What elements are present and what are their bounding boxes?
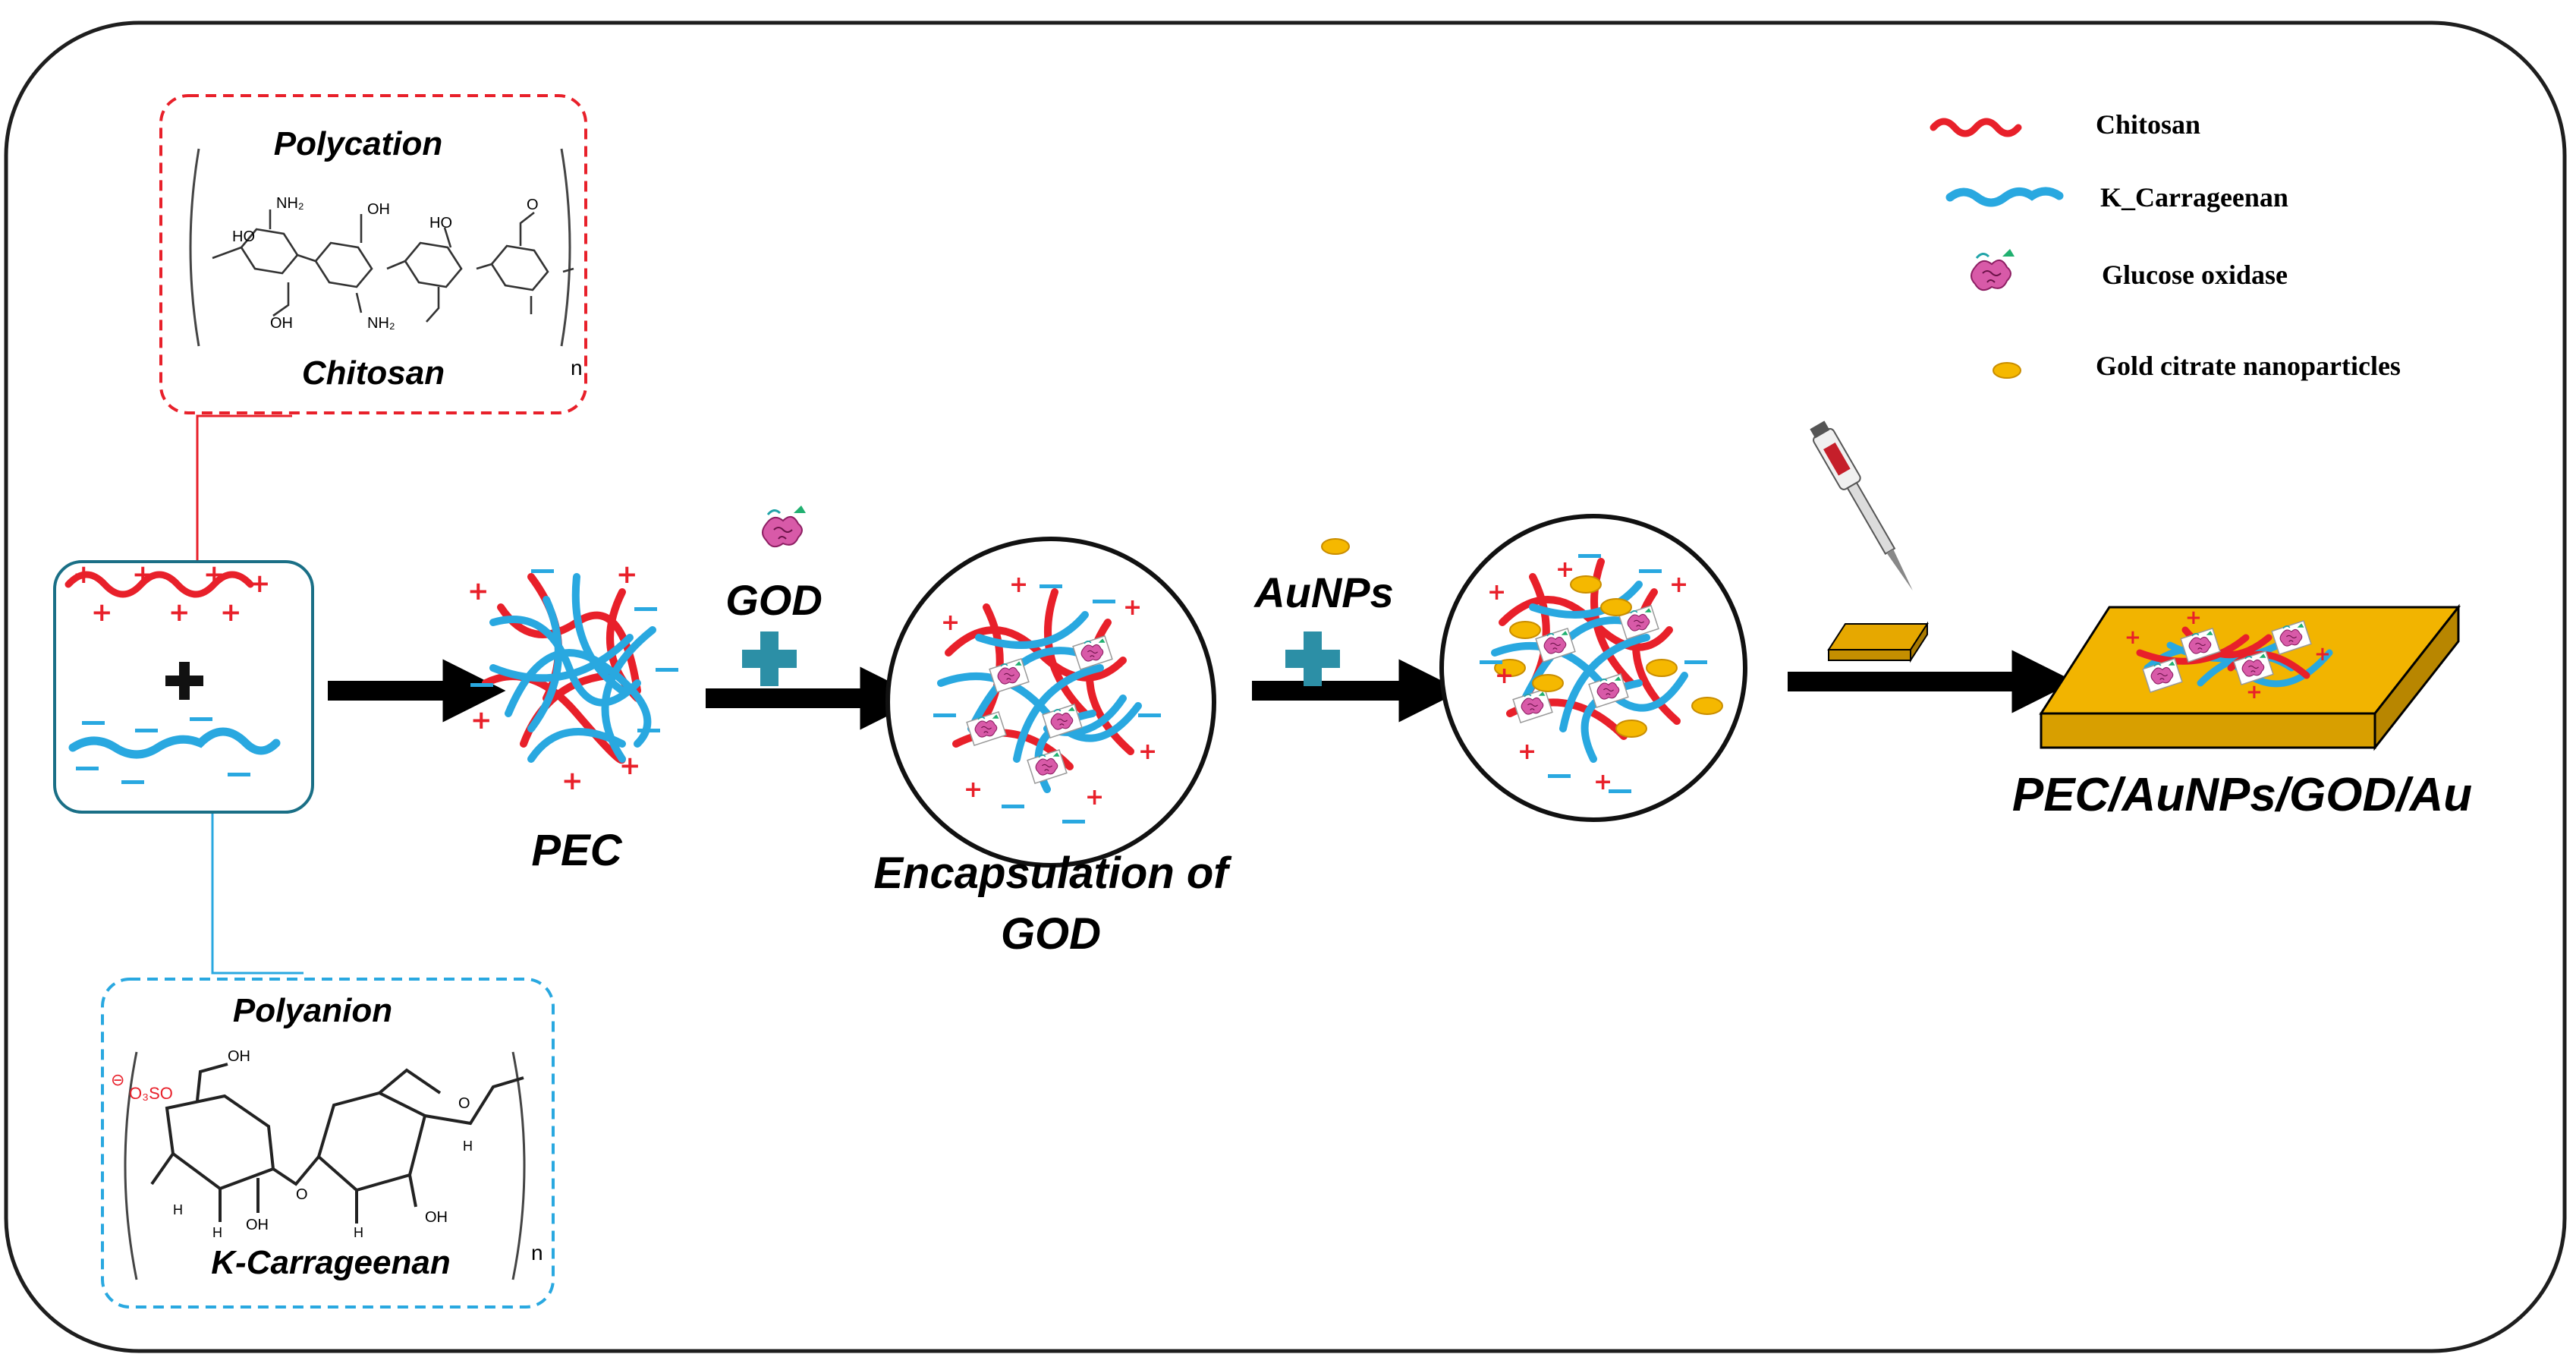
svg-text:NH₂: NH₂: [276, 195, 304, 212]
svg-text:+: +: [1518, 739, 1536, 765]
svg-text:+: +: [91, 597, 113, 628]
chitosan-strand-icon: [1930, 118, 2022, 137]
svg-text:OH: OH: [367, 201, 390, 218]
sulfate-charge: ⊖: [111, 1070, 124, 1089]
svg-text:+: +: [1085, 784, 1104, 811]
aunp-loaded-sphere: +++ +++: [1439, 514, 1747, 822]
micropipette-icon: [1810, 420, 1913, 591]
god-label: GOD: [725, 576, 822, 624]
gold-nanoparticle-icon: [1321, 538, 1350, 555]
svg-text:+: +: [2185, 606, 2202, 629]
final-electrode-label: PEC/AuNPs/GOD/Au: [2012, 769, 2472, 821]
carrageenan-name-label: K-Carrageenan: [211, 1244, 450, 1281]
sulfate-group-label: O₃SO: [129, 1084, 173, 1103]
carrageenan-repeat-n: n: [531, 1241, 543, 1264]
svg-text:OH: OH: [246, 1217, 269, 1233]
encapsulation-label-line1: Encapsulation of: [873, 849, 1232, 898]
legend-chitosan: Chitosan: [2096, 109, 2200, 140]
svg-text:OH: OH: [228, 1048, 250, 1065]
encapsulation-sphere: + + + + + +: [885, 537, 1216, 868]
svg-text:+: +: [941, 609, 960, 636]
outer-frame: [4, 20, 2567, 1353]
carrageenan-structure-panel: Polyanion K-Carrageenan n ⊖ O₃SO OH OH O…: [101, 978, 555, 1309]
legend-glucose-oxidase: Glucose oxidase: [2102, 260, 2288, 290]
svg-text:+: +: [1009, 572, 1028, 598]
polyanion-label: Polyanion: [233, 992, 392, 1029]
svg-text:+: +: [2246, 681, 2263, 704]
svg-text:HO: HO: [232, 228, 255, 245]
plus-icon: [165, 662, 203, 700]
svg-text:H: H: [173, 1202, 183, 1217]
svg-text:O: O: [527, 197, 539, 213]
aunps-label: AuNPs: [1253, 568, 1394, 616]
polycation-label: Polycation: [274, 125, 443, 162]
svg-text:+: +: [1138, 739, 1157, 765]
chitosan-structure-panel: Polycation Chitosan n HO NH₂ OH OH NH₂ H…: [159, 94, 587, 414]
plus-icon: [1285, 631, 1340, 686]
carrageenan-strand-icon: [1945, 187, 2064, 207]
svg-text:+: +: [249, 568, 271, 599]
gold-nanoparticle-icon: [1993, 362, 2021, 379]
svg-text:+: +: [470, 705, 492, 735]
svg-text:+: +: [964, 776, 983, 803]
svg-text:OH: OH: [425, 1209, 448, 1226]
svg-text:+: +: [616, 559, 638, 590]
final-electrode: + + + +: [2039, 603, 2461, 751]
svg-text:NH₂: NH₂: [367, 315, 395, 332]
encapsulation-label-line2: GOD: [1001, 909, 1101, 959]
chitosan-name-label: Chitosan: [302, 354, 445, 392]
svg-text:+: +: [220, 597, 242, 628]
svg-text:+: +: [168, 597, 190, 628]
svg-text:+: +: [73, 559, 95, 590]
plus-icon: [742, 631, 797, 686]
svg-text:H: H: [212, 1225, 222, 1240]
glucose-oxidase-icon: [761, 504, 807, 548]
glucose-oxidase-icon: [1970, 247, 2016, 291]
gold-plate-small: [1827, 621, 1929, 663]
polyelectrolyte-mixture-panel: +++ ++++: [53, 559, 314, 814]
svg-text:+: +: [2314, 643, 2331, 666]
svg-text:+: +: [2125, 626, 2141, 649]
svg-text:O: O: [458, 1095, 470, 1112]
svg-text:OH: OH: [270, 315, 293, 332]
svg-text:+: +: [619, 751, 641, 781]
svg-text:+: +: [1555, 556, 1574, 583]
legend: Chitosan K_Carrageenan Glucose oxidase G…: [1930, 109, 2401, 381]
pec-label: PEC: [531, 826, 622, 875]
chitosan-molecule: [212, 209, 574, 323]
svg-text:+: +: [1669, 572, 1688, 598]
svg-text:O: O: [296, 1186, 308, 1203]
svg-text:+: +: [1123, 594, 1142, 621]
svg-text:+: +: [203, 559, 225, 590]
legend-carrageenan: K_Carrageenan: [2100, 182, 2288, 213]
svg-text:+: +: [1495, 663, 1514, 689]
carrageenan-molecule: [150, 1063, 524, 1224]
svg-text:HO: HO: [429, 215, 452, 231]
svg-text:+: +: [561, 766, 583, 796]
svg-text:+: +: [1487, 579, 1506, 606]
chitosan-repeat-n: n: [571, 356, 583, 380]
svg-text:H: H: [354, 1225, 363, 1240]
legend-gold-nanoparticles: Gold citrate nanoparticles: [2096, 351, 2401, 381]
svg-text:H: H: [463, 1139, 473, 1154]
pec-cluster: + + + + +: [467, 559, 678, 796]
svg-text:+: +: [132, 559, 154, 590]
svg-text:+: +: [467, 576, 489, 606]
